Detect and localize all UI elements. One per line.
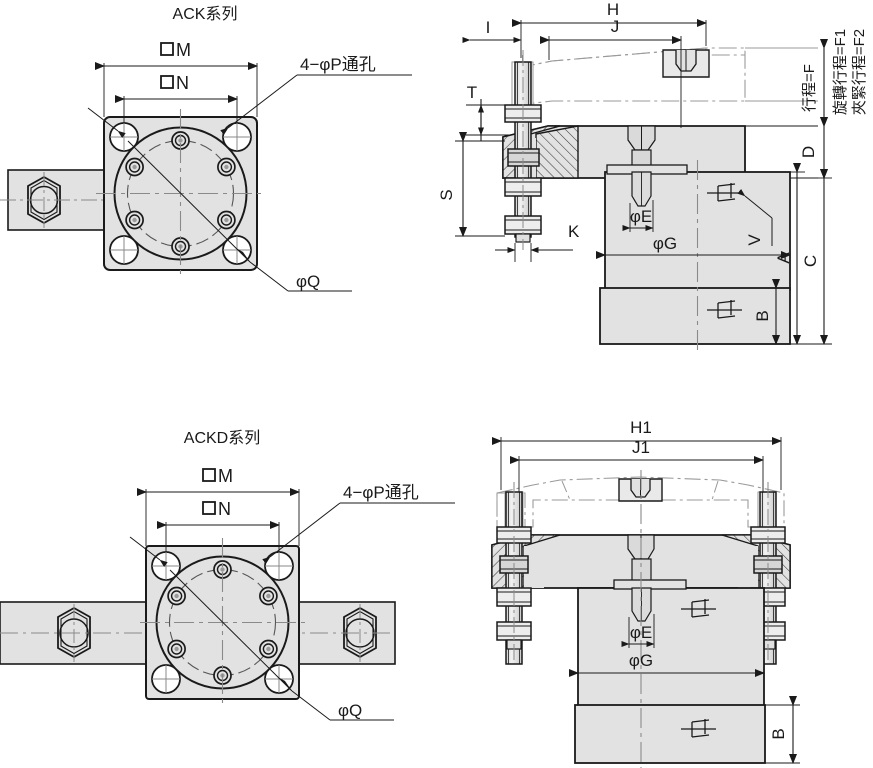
ack-series-title: ACK系列 <box>173 5 238 23</box>
dim-label-i: I <box>486 18 491 37</box>
dim-label-n: N <box>176 73 189 93</box>
dim-label-s: S <box>437 189 456 200</box>
dim-label-j1: J1 <box>632 438 650 457</box>
dim-label-g: φG <box>629 651 653 670</box>
dim-ack-t: T <box>466 83 510 141</box>
leader-ackd-through-holes: 4−φP通孔 <box>129 483 455 567</box>
view-ack-side: H I J T S <box>437 0 868 352</box>
port-marking-upper <box>681 599 716 618</box>
socket-screw-holes <box>167 560 278 685</box>
dim-ack-e: φE <box>622 200 654 232</box>
ackd-q-label: φQ <box>338 701 362 720</box>
dim-label-a: A <box>774 252 793 264</box>
note-ack-stroke-f2: 夾緊行程=F2 <box>851 29 868 115</box>
dim-label-c: C <box>801 255 820 267</box>
dim-ack-h: H <box>512 0 707 58</box>
stroke-label-f: 行程=F <box>801 64 818 112</box>
leader-ackd-q: φQ <box>169 569 394 721</box>
dim-ackd-b: B <box>765 696 800 764</box>
dim-ack-d: D <box>799 117 828 179</box>
dim-label-g: φG <box>653 234 677 253</box>
dim-ack-s: S <box>437 132 505 237</box>
ack-cylinder-body <box>599 160 791 352</box>
view-ackd-top: ACKD系列 <box>0 429 455 721</box>
dim-label-b: B <box>753 310 772 321</box>
dim-label-h: H <box>607 0 619 19</box>
dim-label-j: J <box>611 17 620 36</box>
dim-label-n: N <box>218 499 231 519</box>
leader-ack-q: φQ <box>127 140 352 292</box>
dim-label-v: V <box>745 234 764 246</box>
dim-label-m: M <box>218 466 233 486</box>
dim-label-h1: H1 <box>630 418 652 437</box>
dim-label-e: φE <box>630 623 652 642</box>
ack-q-label: φQ <box>296 272 320 291</box>
ackd-series-title: ACKD系列 <box>184 429 260 447</box>
dim-ack-b: B <box>753 279 790 345</box>
dim-ack-c: C <box>790 169 832 345</box>
leader-ack-through-holes: 4−φP通孔 <box>87 55 412 138</box>
dim-ackd-e: φE <box>621 614 655 648</box>
dim-ackd-n: N <box>157 499 280 552</box>
dim-ackd-j1: J1 <box>510 438 764 492</box>
dim-label-b: B <box>769 728 788 739</box>
socket-screw-holes <box>125 131 236 256</box>
dim-ack-n: N <box>115 73 238 123</box>
view-ack-top: ACK系列 <box>0 5 412 292</box>
dim-ack-k: K <box>495 222 580 262</box>
stroke-label-f2: 夾緊行程=F2 <box>851 29 868 115</box>
dim-ack-i: I <box>462 18 522 43</box>
view-ackd-side: H1 J1 φE φG B <box>491 418 800 768</box>
dim-label-k: K <box>568 222 580 241</box>
ackd-guide-stud-left <box>496 482 532 665</box>
note-ack-stroke-f1: 旋轉行程=F1 <box>832 29 849 115</box>
dim-label-t: T <box>467 83 477 102</box>
ack-guide-stud-assembly <box>504 50 542 250</box>
dim-ack-j: J <box>540 17 682 128</box>
dim-ackd-g: φG <box>569 651 765 677</box>
dim-ackd-m: M <box>137 466 300 546</box>
ackd-guide-stud-right <box>750 482 786 665</box>
ack-through-hole-label: 4−φP通孔 <box>300 55 376 74</box>
dim-ack-g: φG <box>596 234 791 259</box>
ackd-through-hole-label: 4−φP通孔 <box>343 483 419 502</box>
dim-ack-m: M <box>95 40 258 117</box>
dim-label-m: M <box>176 40 191 60</box>
dim-ack-stroke-f: 行程=F <box>801 39 828 127</box>
stroke-label-f1: 旋轉行程=F1 <box>832 29 849 115</box>
ackd-cylinder-body <box>574 470 766 768</box>
dim-label-d: D <box>799 146 818 158</box>
dim-label-e: φE <box>630 207 652 226</box>
ack-top-left-arm <box>0 169 109 231</box>
port-marking-upper <box>707 183 742 202</box>
port-marking-lower <box>681 719 716 738</box>
port-marking-lower <box>707 300 742 319</box>
leader-ack-v: V <box>737 188 773 246</box>
dim-ackd-h1: H1 <box>492 418 782 490</box>
